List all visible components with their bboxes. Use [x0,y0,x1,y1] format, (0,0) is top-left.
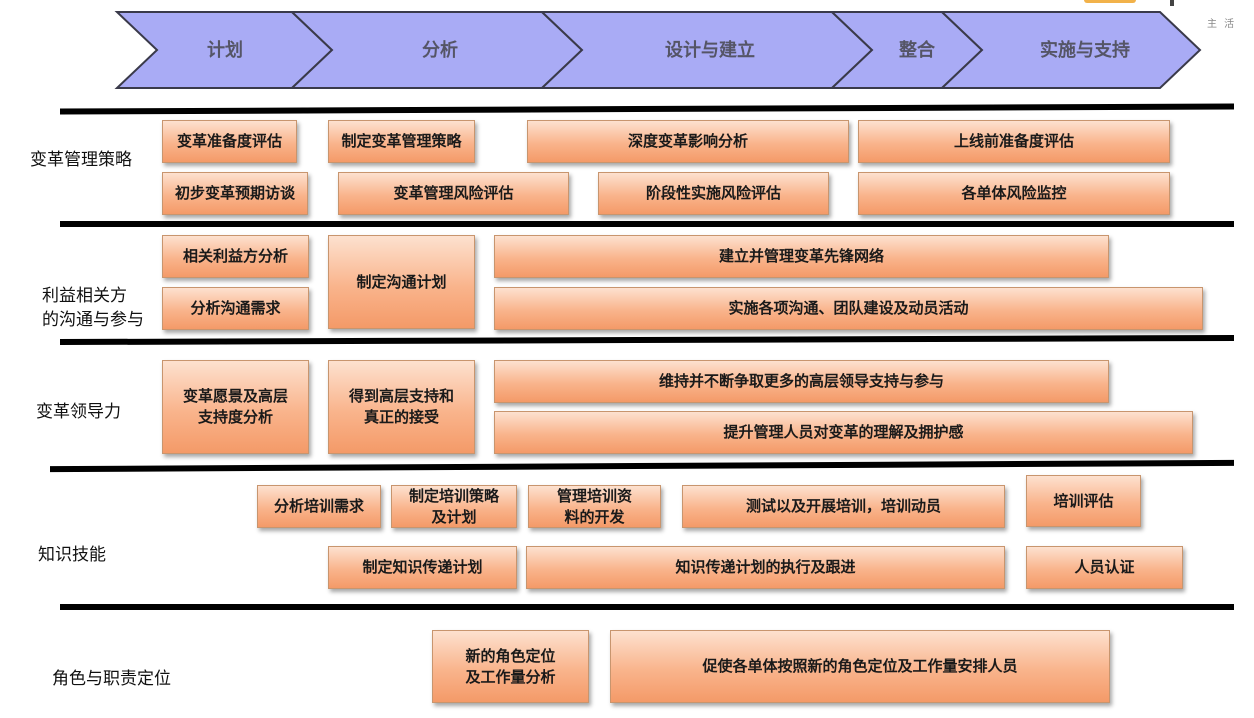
row-separator-1 [60,103,1234,115]
row-label-knowledge-skills: 知识技能 [38,545,106,565]
task-knowledge-transfer-execution: 知识传递计划的执行及跟进 [526,546,1005,589]
phase-chevron-bar [114,11,1202,89]
phase-label-analysis: 分析 [422,40,458,61]
row-separator-5 [60,604,1234,610]
corner-text: 主 活 [1207,19,1237,30]
task-role-workload-analysis: 新的角色定位 及工作量分析 [432,630,589,703]
task-unit-risk-monitoring: 各单体风险监控 [858,172,1170,215]
phase-label-integration: 整合 [899,40,935,61]
corner-logo-fragment [1084,0,1136,3]
task-training-evaluation: 培训评估 [1026,475,1141,527]
task-change-strategy: 制定变革管理策略 [328,120,475,163]
row-label-change-strategy: 变革管理策略 [30,150,132,170]
row-separator-3 [60,334,1234,346]
task-training-materials: 管理培训资 料的开发 [528,485,661,528]
row-label-stakeholder: 利益相关方 的沟通与参与 [42,286,144,330]
task-initial-expectation-interview: 初步变革预期访谈 [162,172,308,215]
task-change-risk-assessment: 变革管理风险评估 [338,172,569,215]
corner-bar-fragment [1170,0,1174,6]
task-change-readiness-assessment: 变革准备度评估 [162,120,297,163]
phase-label-plan: 计划 [207,40,243,61]
task-training-needs: 分析培训需求 [257,485,381,528]
task-change-champion-network: 建立并管理变革先锋网络 [494,235,1109,278]
row-separator-2 [60,221,1234,227]
task-staffing-per-role: 促使各单体按照新的角色定位及工作量安排人员 [610,630,1110,703]
task-communication-needs: 分析沟通需求 [162,287,309,330]
task-executive-buyin: 得到高层支持和 真正的接受 [328,360,475,454]
row-label-roles: 角色与职责定位 [52,669,171,689]
task-knowledge-transfer-plan: 制定知识传递计划 [328,546,517,589]
task-phase-risk-assessment: 阶段性实施风险评估 [598,172,829,215]
phase-chevron-deploy-support [939,11,1202,89]
phase-label-design-build: 设计与建立 [665,40,755,61]
task-manager-ownership: 提升管理人员对变革的理解及拥护感 [494,411,1193,454]
task-change-impact-analysis: 深度变革影响分析 [527,120,849,163]
row-separator-4 [50,459,1234,473]
task-communication-plan: 制定沟通计划 [328,235,475,329]
task-staff-certification: 人员认证 [1026,546,1183,589]
task-training-strategy: 制定培训策略 及计划 [391,485,517,528]
task-sustain-executive-support: 维持并不断争取更多的高层领导支持与参与 [494,360,1109,403]
task-training-delivery: 测试以及开展培训，培训动员 [682,485,1005,528]
task-communication-activities: 实施各项沟通、团队建设及动员活动 [494,287,1203,330]
task-vision-support-analysis: 变革愿景及高层 支持度分析 [162,360,309,454]
row-label-leadership: 变革领导力 [36,402,121,422]
task-stakeholder-analysis: 相关利益方分析 [162,235,309,278]
phase-label-deploy-support: 实施与支持 [1040,40,1130,61]
task-golive-readiness-assessment: 上线前准备度评估 [858,120,1170,163]
